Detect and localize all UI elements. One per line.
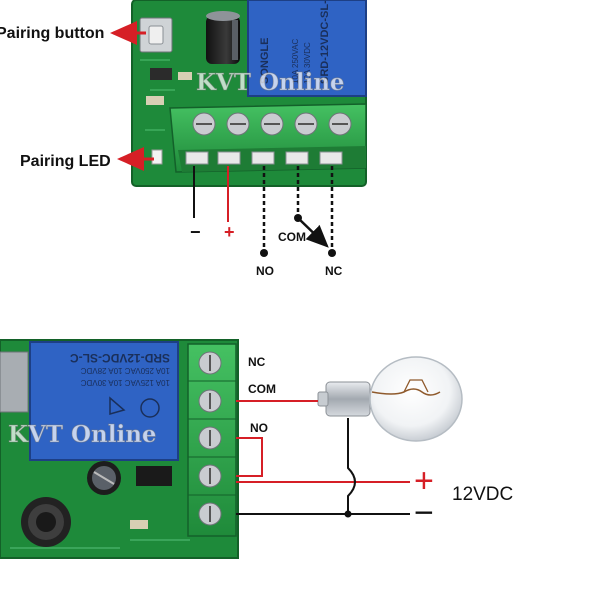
bottom-capacitor	[87, 461, 121, 495]
top-relay-model: SRD-12VDC-SL-C	[319, 0, 331, 84]
top-no-label: NO	[256, 264, 274, 278]
top-relay: SONGLE 10A 250VAC 10A 30VDC SRD-12VDC-SL…	[247, 0, 367, 97]
bottom-no-label: NO	[250, 421, 268, 435]
pairing-button-label: Pairing button	[0, 25, 104, 42]
bottom-relay: SRD-12VDC-SL-C 10A 250VAC 10A 28VDC 10A …	[29, 341, 179, 461]
bottom-nc-label: NC	[248, 355, 266, 369]
top-relay-brand: SONGLE	[259, 38, 271, 84]
pairing-led-label: Pairing LED	[20, 153, 111, 170]
bottom-watermark: KVT Online	[8, 421, 157, 448]
bottom-minus-label: −	[414, 494, 434, 532]
bottom-com-label: COM	[248, 382, 276, 396]
bottom-coil	[21, 497, 71, 547]
bottom-relay-model: SRD-12VDC-SL-C	[70, 351, 170, 365]
bottom-wiring	[236, 400, 410, 518]
top-terminal-screws	[192, 112, 352, 136]
top-relay-rating-2: 10A 30VDC	[303, 42, 312, 84]
top-relay-rating-1: 10A 250VAC	[291, 39, 300, 84]
bottom-plus-label: +	[414, 462, 434, 500]
top-watermark: KVT Online	[196, 69, 345, 96]
supply-voltage-label: 12VDC	[452, 484, 513, 505]
top-wiring	[193, 166, 336, 257]
capacitor-part	[206, 11, 240, 64]
top-module: SONGLE 10A 250VAC 10A 30VDC SRD-12VDC-SL…	[131, 0, 367, 187]
top-plus-label: +	[224, 222, 235, 242]
top-com-label: COM	[278, 230, 306, 244]
top-nc-label: NC	[325, 264, 343, 278]
bottom-relay-rating-1: 10A 250VAC 10A 28VDC	[81, 366, 170, 375]
top-minus-label: −	[190, 222, 201, 242]
bottom-relay-rating-2: 10A 125VAC 10A 30VDC	[81, 378, 170, 387]
bottom-terminal-screws	[198, 351, 222, 526]
bottom-module: SRD-12VDC-SL-C 10A 250VAC 10A 28VDC 10A …	[0, 339, 239, 559]
pairing-button-part	[139, 17, 173, 53]
pairing-led-part	[151, 149, 163, 165]
light-bulb	[317, 356, 463, 442]
